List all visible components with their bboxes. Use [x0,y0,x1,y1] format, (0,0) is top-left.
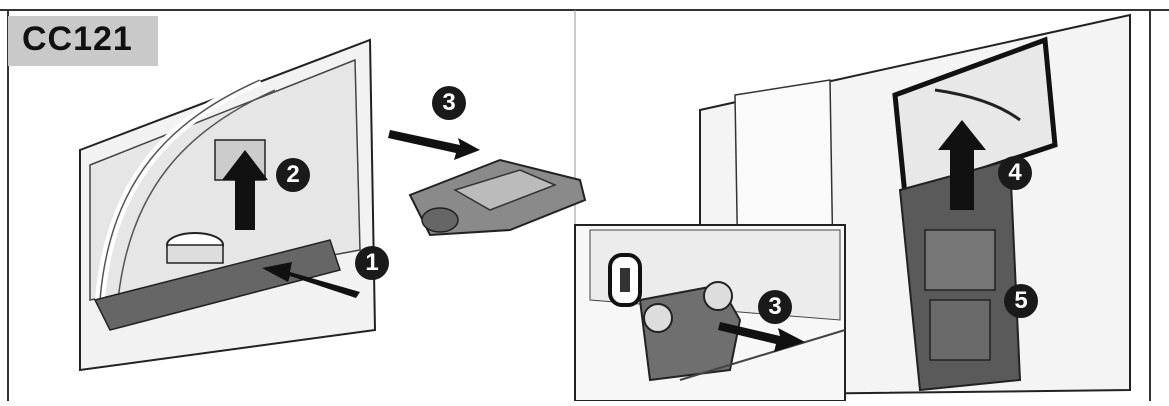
step-2-badge: 2 [276,158,310,192]
step-3-inset-badge: 3 [758,290,792,324]
step-3-badge: 3 [432,86,466,120]
step-4-badge: 4 [998,156,1032,190]
model-label-box [8,16,158,66]
step-5-badge: 5 [1004,284,1038,318]
removed-bracket [408,158,587,237]
step-1-badge: 1 [355,246,389,280]
model-label: CC121 [22,20,133,58]
left-wall-opening [79,38,480,372]
inset-detail [574,224,846,402]
